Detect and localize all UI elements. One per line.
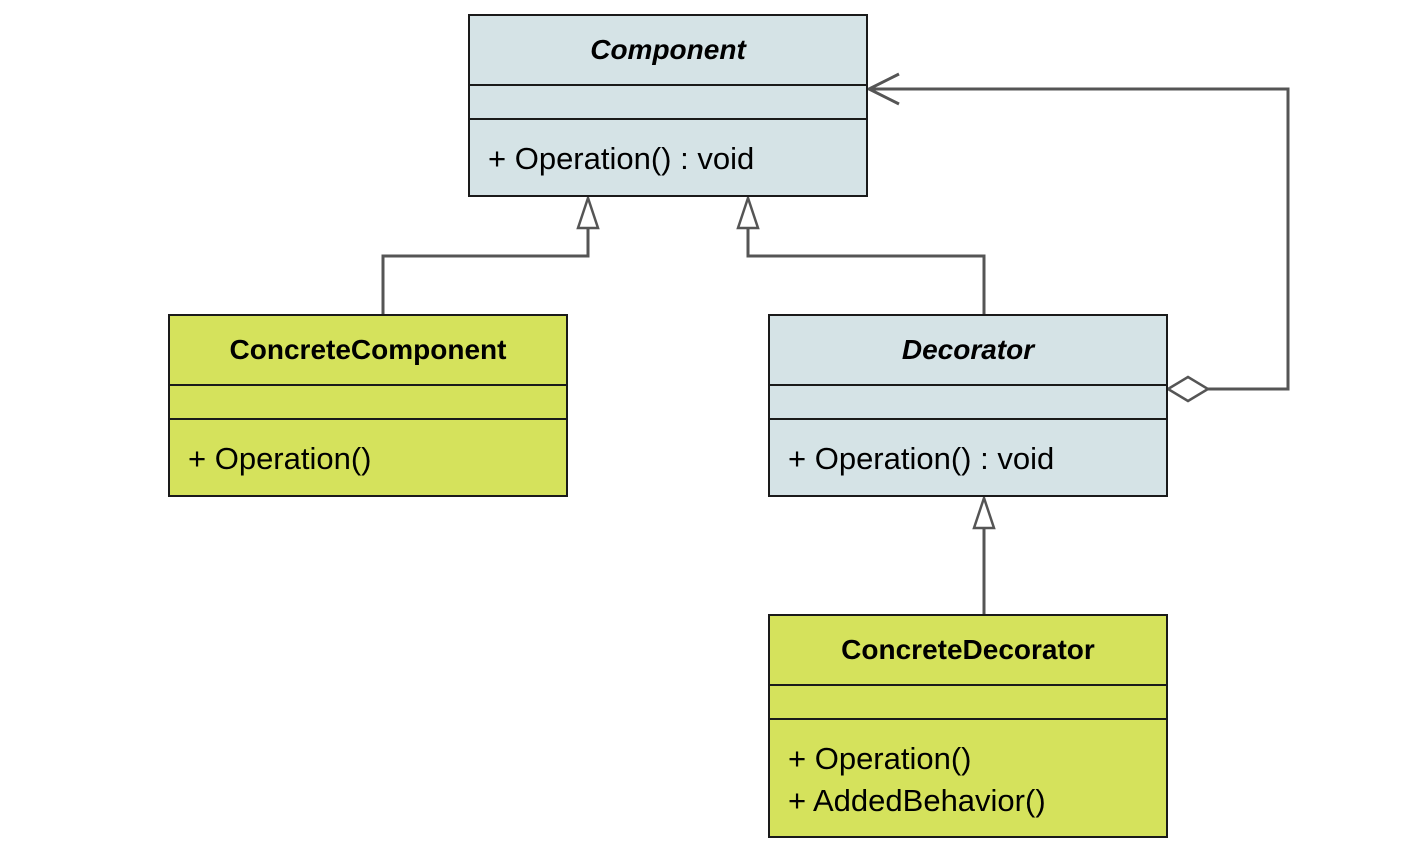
class-name: Component [470,16,866,86]
class-name: Decorator [770,316,1166,386]
class-component: Component + Operation() : void [468,14,868,197]
class-concrete-component: ConcreteComponent + Operation() [168,314,568,497]
class-concrete-decorator: ConcreteDecorator + Operation() + AddedB… [768,614,1168,838]
operations-compartment: + Operation() : void [770,420,1166,495]
operations-compartment: + Operation() [170,420,566,495]
operations-compartment: + Operation() + AddedBehavior() [770,720,1166,836]
open-arrowhead-icon [865,72,900,106]
attributes-compartment [770,386,1166,420]
generalization-arrowhead-icon [736,194,760,230]
generalization-concrete-decorator-to-decorator [972,494,996,614]
class-name: ConcreteComponent [170,316,566,386]
attributes-compartment [170,386,566,420]
operation: + Operation() [188,441,372,476]
aggregation-decorator-to-component [865,72,1290,403]
class-decorator: Decorator + Operation() : void [768,314,1168,497]
aggregation-diamond-icon [1165,375,1211,403]
generalization-arrowhead-icon [972,494,996,530]
operation: + AddedBehavior() [788,783,1046,818]
generalization-concrete-component-to-component [381,194,600,314]
operation: + Operation() [788,741,972,776]
generalization-arrowhead-icon [576,194,600,230]
generalization-decorator-to-component [736,194,986,314]
operation: + Operation() : void [488,141,755,176]
attributes-compartment [470,86,866,120]
operations-compartment: + Operation() : void [470,120,866,195]
attributes-compartment [770,686,1166,720]
operation: + Operation() : void [788,441,1055,476]
class-name: ConcreteDecorator [770,616,1166,686]
